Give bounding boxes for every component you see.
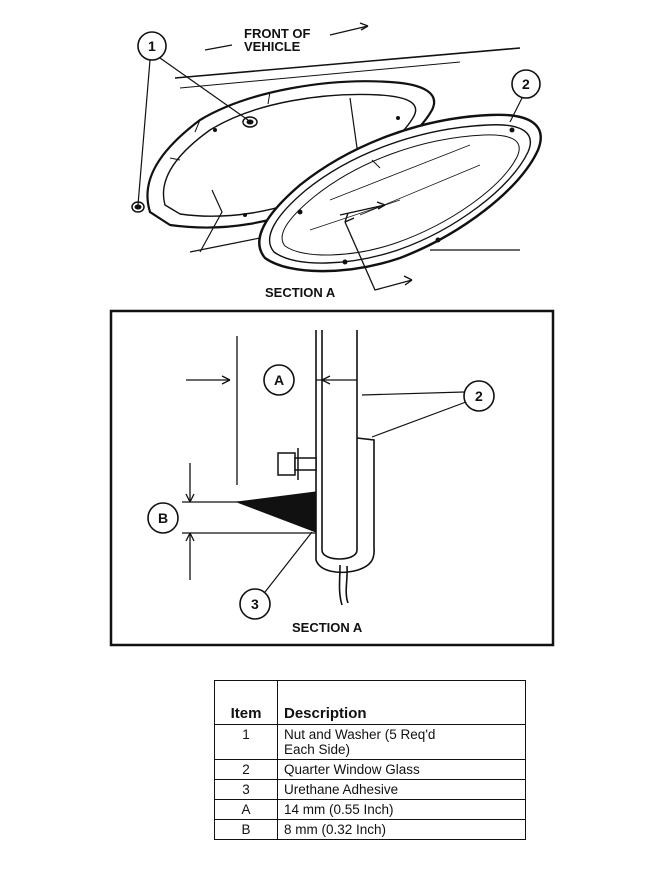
table-row: 2 Quarter Window Glass xyxy=(214,759,526,780)
callout-2-circle xyxy=(511,69,541,99)
section-callout-2-number: 2 xyxy=(475,388,483,404)
callout-1-circle xyxy=(137,31,167,61)
callout-1-leader-lower xyxy=(137,59,151,206)
stud-and-nut xyxy=(277,448,317,480)
description-line2: Each Side) xyxy=(284,742,351,757)
section-a-title: SECTION A xyxy=(292,620,363,635)
table-row: A 14 mm (0.55 Inch) xyxy=(214,799,526,820)
section-callout-2-leader-1 xyxy=(361,391,465,396)
front-of-vehicle-label-line1: FRONT OF xyxy=(244,26,310,41)
item-cell: 2 xyxy=(214,759,278,780)
parts-table: Item Description 1 Nut and Washer (5 Req… xyxy=(214,680,526,840)
column-header-description: Description xyxy=(277,680,526,725)
front-of-vehicle-label-line2: VEHICLE xyxy=(244,39,301,54)
front-arrow-lower xyxy=(204,44,233,51)
callout-2-number: 2 xyxy=(522,76,530,92)
description-cell: 8 mm (0.32 Inch) xyxy=(277,819,526,840)
table-row: 3 Urethane Adhesive xyxy=(214,779,526,800)
dimension-a xyxy=(186,336,357,485)
urethane-adhesive-bead xyxy=(236,491,317,533)
item-cell: A xyxy=(214,799,278,820)
callout-1-number: 1 xyxy=(148,38,156,54)
section-callout-3-leader xyxy=(264,531,313,593)
item-cell: 3 xyxy=(214,779,278,800)
table-row: B 8 mm (0.32 Inch) xyxy=(214,819,526,840)
section-a-detail xyxy=(109,309,555,647)
section-a-cut-line xyxy=(344,221,413,291)
section-frame xyxy=(109,309,555,647)
item-cell: B xyxy=(214,819,278,840)
callout-2-leader xyxy=(509,97,523,123)
quarter-window-glass xyxy=(258,113,542,273)
body-roof-line xyxy=(174,47,521,79)
column-header-item: Item xyxy=(214,680,278,725)
description-cell: Quarter Window Glass xyxy=(277,759,526,780)
front-arrow-upper xyxy=(329,25,369,36)
dimension-b xyxy=(147,463,316,580)
parts-table-header-row: Item Description xyxy=(214,680,526,725)
section-callout-2-leader-2 xyxy=(371,401,467,438)
item-cell: 1 xyxy=(214,724,278,760)
molding-bracket xyxy=(315,437,375,606)
glass-section xyxy=(315,330,358,560)
callout-1-leader-upper xyxy=(159,57,249,121)
description-cell: Urethane Adhesive xyxy=(277,779,526,800)
section-callout-2-circle xyxy=(463,380,495,412)
dimension-b-letter: B xyxy=(158,510,168,526)
description-cell: 14 mm (0.55 Inch) xyxy=(277,799,526,820)
body-roof-line-2 xyxy=(179,61,461,89)
top-illustration xyxy=(131,22,542,291)
top-section-a-label: SECTION A xyxy=(265,285,336,300)
section-callout-3-number: 3 xyxy=(251,596,259,612)
section-callout-3-circle xyxy=(239,588,271,620)
dimension-a-letter: A xyxy=(274,372,284,388)
description-line1: Nut and Washer (5 Req'd xyxy=(284,727,436,742)
